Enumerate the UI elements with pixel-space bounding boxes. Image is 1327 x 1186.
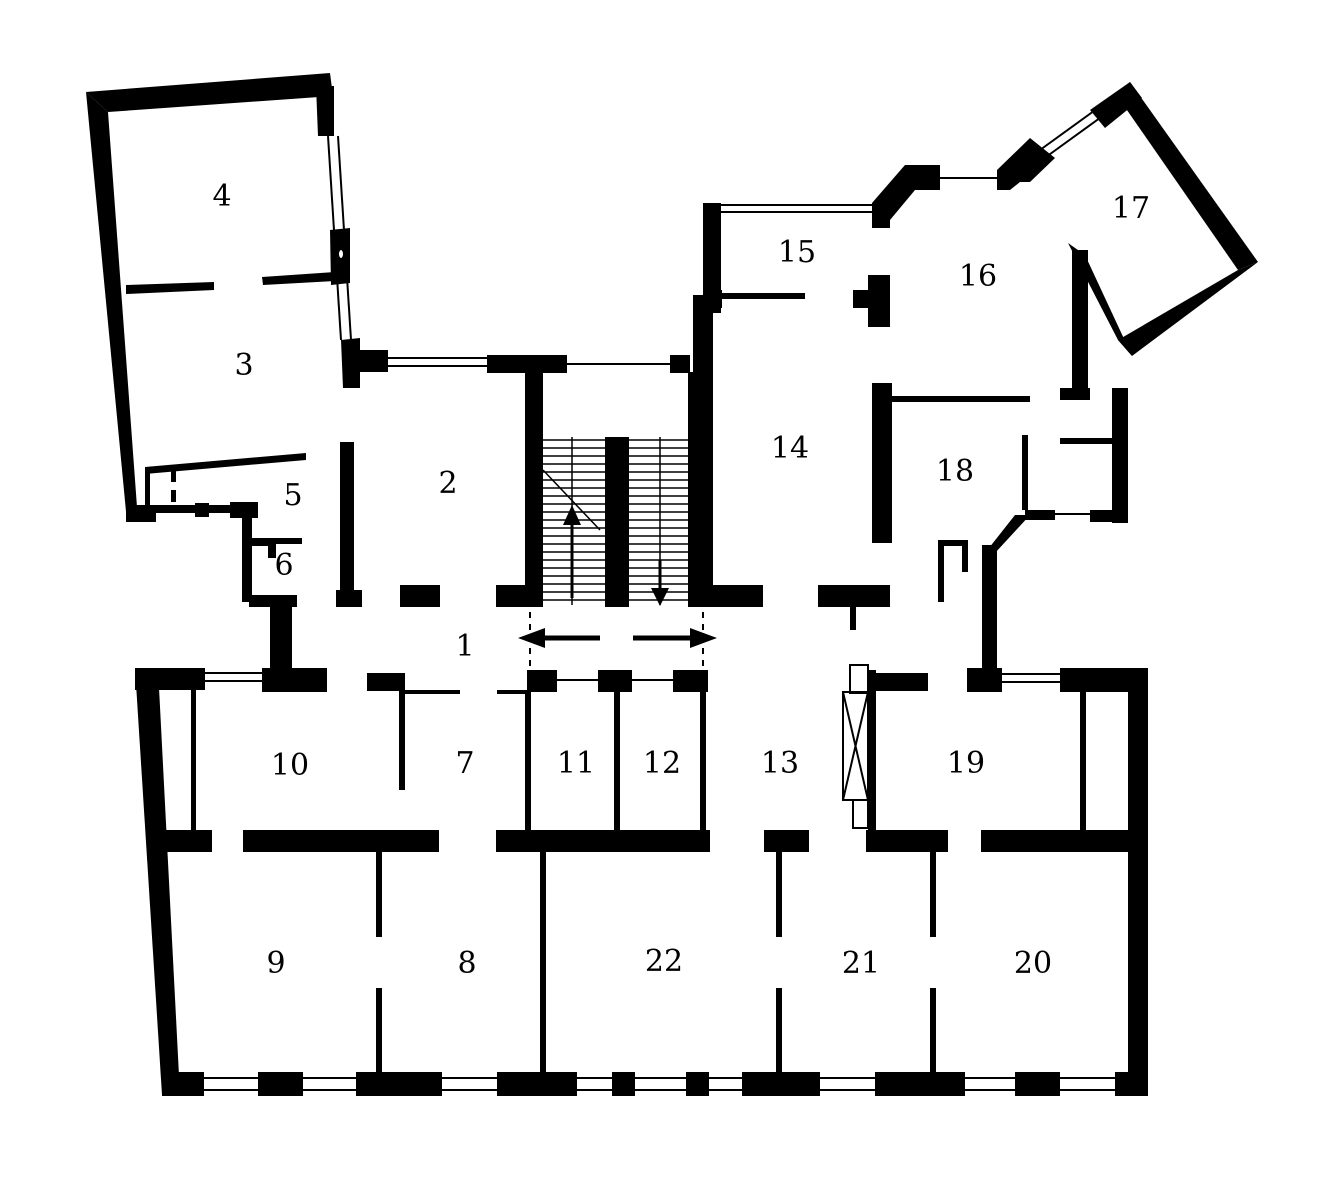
up-arrow-icon: [563, 505, 581, 598]
room-label-22: 22: [645, 944, 683, 979]
elevator-shaft-icon: [842, 664, 869, 829]
room-label-15: 15: [778, 235, 816, 270]
room-label-21: 21: [842, 946, 880, 981]
lower-block-windows: [180, 672, 1115, 1091]
room-label-17: 17: [1112, 191, 1150, 226]
left-wing-windows: [327, 135, 488, 367]
room-label-5: 5: [283, 478, 302, 513]
room-label-1: 1: [455, 629, 474, 664]
room-label-6: 6: [274, 548, 293, 583]
upper-right-windows: [721, 107, 1105, 515]
room-label-3: 3: [234, 348, 253, 383]
room-label-14: 14: [771, 431, 809, 466]
room-label-19: 19: [947, 746, 985, 781]
room-label-10: 10: [271, 748, 309, 783]
room-label-11: 11: [557, 746, 595, 781]
room-label-8: 8: [457, 946, 476, 981]
room-label-13: 13: [761, 746, 799, 781]
room-label-16: 16: [959, 259, 997, 294]
interior-walls: [160, 605, 1128, 1072]
room-label-18: 18: [936, 454, 974, 489]
upper-right-walls: [693, 82, 1258, 670]
room-label-9: 9: [266, 946, 285, 981]
room-label-12: 12: [643, 746, 681, 781]
room-label-7: 7: [455, 746, 474, 781]
room-label-20: 20: [1014, 946, 1052, 981]
double-arrow-icon: [518, 600, 717, 668]
down-arrow-icon: [651, 560, 669, 606]
room-label-2: 2: [438, 466, 457, 501]
left-wing-walls: [86, 73, 388, 680]
room-label-4: 4: [212, 179, 231, 214]
room-labels: 1 2 3 4 5 6 7 8 9 10 11 12 13 14 15 16 1…: [212, 179, 1150, 981]
